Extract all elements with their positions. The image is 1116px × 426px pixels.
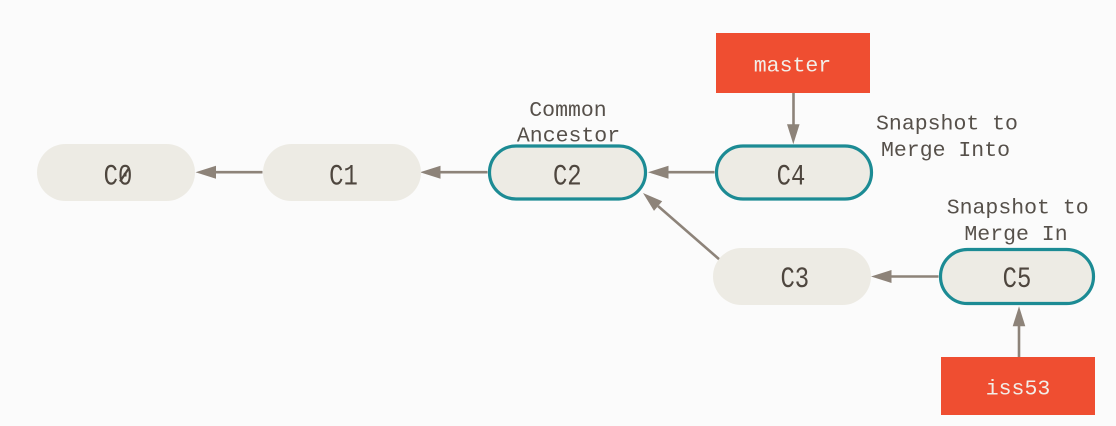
svg-text:Snapshot to: Snapshot to (876, 113, 1018, 137)
svg-text:C3: C3 (780, 262, 809, 296)
svg-text:master: master (754, 55, 831, 79)
svg-text:iss53: iss53 (986, 378, 1051, 402)
svg-text:C1: C1 (329, 159, 358, 193)
svg-text:C2: C2 (553, 159, 582, 193)
svg-text:Merge Into: Merge Into (881, 139, 1010, 163)
svg-text:Ancestor: Ancestor (517, 125, 620, 149)
svg-text:Merge In: Merge In (964, 223, 1067, 247)
svg-text:Snapshot to: Snapshot to (947, 197, 1089, 221)
svg-text:C0: C0 (104, 159, 133, 193)
svg-text:C4: C4 (777, 159, 806, 193)
svg-text:C5: C5 (1003, 262, 1032, 296)
svg-text:Common: Common (529, 99, 606, 123)
